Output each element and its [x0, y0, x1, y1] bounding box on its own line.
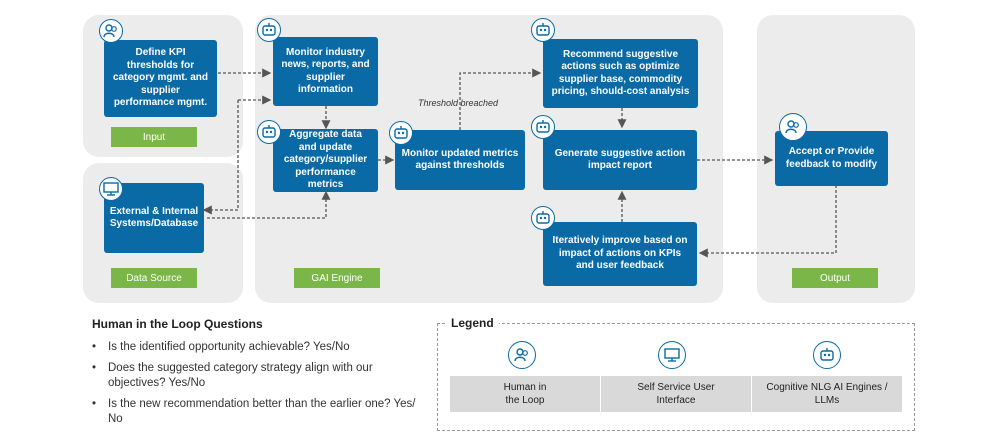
robot-icon [257, 120, 281, 144]
legend-title: Legend [446, 316, 499, 330]
human-icon [779, 113, 807, 141]
legend-item-ai: Cognitive NLG AI Engines / LLMs [766, 382, 888, 406]
human-icon [99, 19, 123, 43]
generate-report-box: Generate suggestive action impact report [543, 130, 697, 190]
robot-icon [531, 115, 555, 139]
hitl-title: Human in the Loop Questions [92, 317, 263, 331]
hitl-question: Is the new recommendation better than th… [92, 397, 432, 427]
output-tag: Output [792, 268, 878, 288]
robot-icon [389, 121, 413, 145]
iteratively-improve-box: Iteratively improve based on impact of a… [543, 222, 697, 286]
robot-icon [813, 341, 841, 369]
define-kpi-box: Define KPI thresholds for category mgmt.… [104, 40, 217, 117]
robot-icon [531, 18, 555, 42]
legend-bar: Human in the Loop Self Service User Inte… [450, 376, 902, 412]
human-icon [508, 341, 536, 369]
legend-item-ui: Self Service User Interface [601, 376, 752, 412]
legend-box [437, 323, 915, 431]
threshold-breached-label: Threshold breached [418, 98, 499, 108]
robot-icon [531, 206, 555, 230]
legend-item-human: Human in the Loop [450, 376, 601, 412]
hitl-question: Is the identified opportunity achievable… [92, 340, 432, 355]
monitor-news-box: Monitor industry news, reports, and supp… [273, 37, 378, 106]
engine-tag: GAI Engine [294, 268, 380, 288]
hitl-question-list: Is the identified opportunity achievable… [92, 340, 432, 433]
monitor-icon [658, 341, 686, 369]
hitl-question: Does the suggested category strategy ali… [92, 361, 432, 391]
monitor-icon [99, 177, 123, 201]
datasource-tag: Data Source [111, 268, 197, 288]
aggregate-data-box: Aggregate data and update category/suppl… [273, 129, 378, 192]
input-tag: Input [111, 127, 197, 147]
robot-icon [257, 18, 281, 42]
recommend-actions-box: Recommend suggestive actions such as opt… [543, 39, 698, 108]
monitor-metrics-box: Monitor updated metrics against threshol… [395, 130, 525, 190]
